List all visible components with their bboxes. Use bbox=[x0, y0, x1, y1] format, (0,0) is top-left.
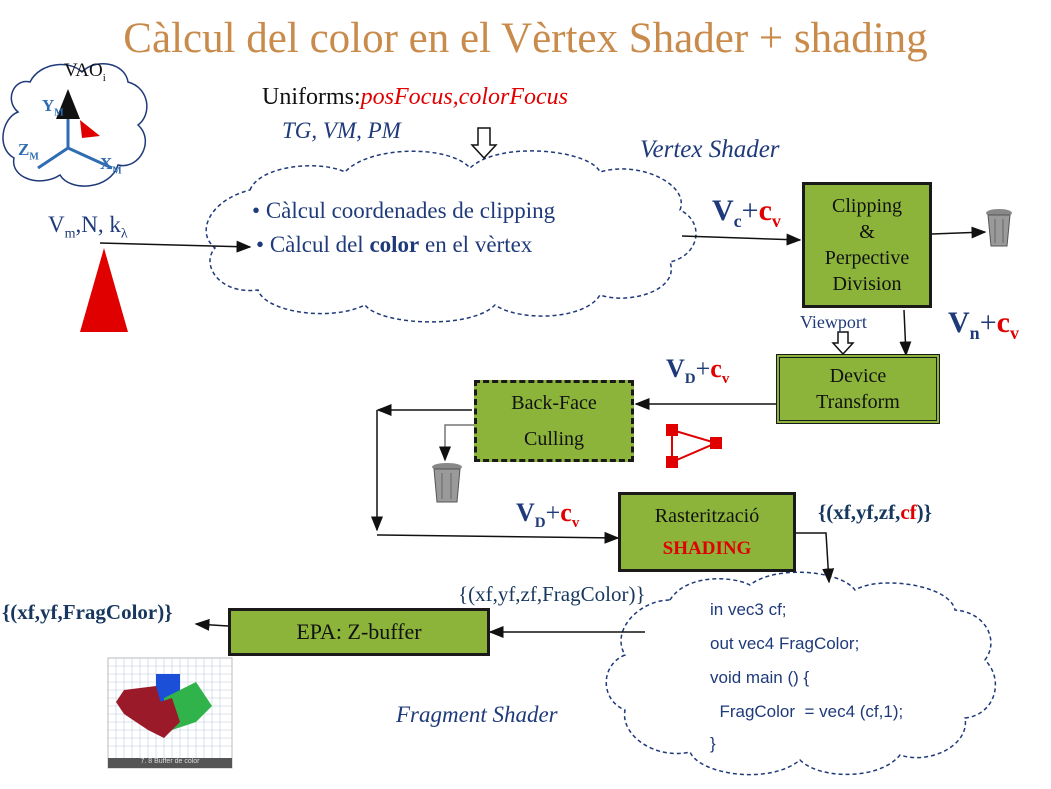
final-output-tuple: {(xf,yf,FragColor)} bbox=[2, 600, 173, 624]
ndc-coords-label: Vn+cv bbox=[948, 306, 1019, 343]
box-label: Clipping bbox=[831, 195, 902, 217]
box-label: Rasterització bbox=[654, 504, 760, 527]
vao-label: VAOi bbox=[64, 60, 106, 84]
device-coords-label: VD+cv bbox=[666, 354, 730, 388]
box-label: Back-Face bbox=[511, 392, 597, 414]
box-label: Division bbox=[832, 273, 902, 295]
fragment-shader-title: Fragment Shader bbox=[396, 702, 558, 727]
device-transform-box: Device Transform bbox=[776, 354, 940, 424]
axis-z-label: ZM bbox=[18, 140, 39, 163]
fragment-code-line: void main () { bbox=[710, 668, 810, 687]
trash-icon bbox=[432, 463, 462, 503]
box-label: Transform bbox=[816, 391, 900, 413]
device-coords-label: VD+cv bbox=[516, 498, 580, 532]
color-buffer-thumbnail bbox=[107, 657, 233, 769]
clipping-box: Clipping & Perpective Division bbox=[802, 182, 932, 308]
vao-triangle-icon bbox=[80, 120, 100, 138]
box-label: & bbox=[859, 221, 875, 243]
fragment-code-line: in vec3 cf; bbox=[710, 600, 787, 619]
vertex-shader-bullet: • Càlcul coordenades de clipping bbox=[252, 198, 556, 223]
uniforms-label: Uniforms:posFocus,colorFocus bbox=[262, 84, 568, 110]
thumbnail-caption: 7. 8 Buffer de color bbox=[140, 758, 200, 765]
rasterization-box: Rasterització SHADING bbox=[618, 492, 796, 572]
fragment-code-line: out vec4 FragColor; bbox=[710, 634, 860, 653]
trash-icon bbox=[986, 209, 1012, 247]
clip-coords-label: Vc+cv bbox=[712, 194, 781, 231]
axes-icon bbox=[37, 89, 113, 170]
vertex-inputs-label: Vm,N, kλ bbox=[48, 212, 128, 242]
backface-culling-box: Back-Face Culling bbox=[474, 380, 634, 462]
fragment-shader-cloud bbox=[605, 571, 996, 776]
vao-cloud bbox=[2, 63, 148, 187]
shading-label: SHADING bbox=[662, 537, 752, 559]
viewport-label: Viewport bbox=[800, 312, 867, 332]
vertex-shader-title: Vertex Shader bbox=[640, 136, 780, 163]
culling-triangle-icon bbox=[666, 424, 722, 468]
axis-x-label: XM bbox=[100, 154, 122, 177]
vertex-shader-bullet: • Càlcul del color en el vèrtex bbox=[256, 232, 533, 257]
box-label: EPA: Z-buffer bbox=[296, 618, 422, 644]
input-triangle-icon bbox=[80, 248, 128, 332]
box-label: Culling bbox=[523, 428, 584, 450]
fragment-code-line: FragColor = vec4 (cf,1); bbox=[710, 702, 904, 721]
slide-title: Càlcul del color en el Vèrtex Shader + s… bbox=[123, 15, 928, 62]
fragment-output-tuple: {(xf,yf,zf,FragColor)} bbox=[458, 582, 646, 606]
axis-y-label: YM bbox=[42, 96, 64, 119]
vertex-shader-cloud bbox=[205, 150, 697, 323]
fragment-code-line: } bbox=[710, 734, 716, 753]
uniform-matrices: TG, VM, PM bbox=[282, 118, 401, 143]
fragment-tuple-label: {(xf,yf,zf,cf)} bbox=[818, 500, 932, 524]
epa-zbuffer-box: EPA: Z-buffer bbox=[228, 608, 490, 656]
box-label: Device bbox=[829, 365, 887, 387]
box-label: Perpective bbox=[824, 247, 910, 269]
